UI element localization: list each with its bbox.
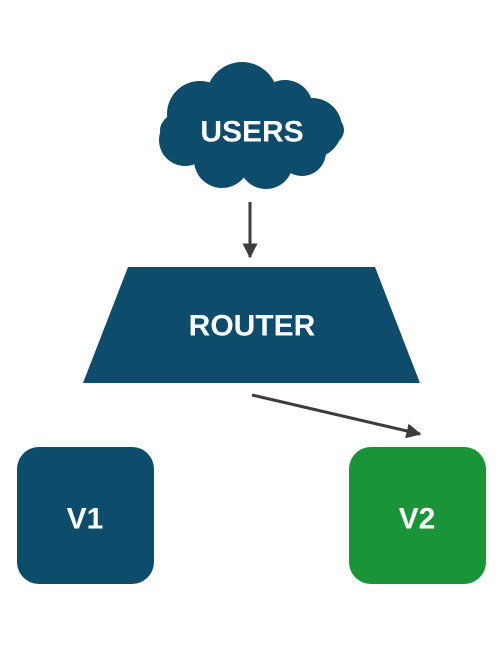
v2-node: V2 [349, 447, 486, 584]
router-node: ROUTER [83, 267, 420, 383]
router-label: ROUTER [189, 310, 316, 343]
v2-box [349, 447, 486, 584]
router-shape [83, 267, 420, 383]
users-label: USERS [200, 116, 303, 149]
v1-box [17, 447, 154, 584]
v1-label: V1 [67, 503, 104, 536]
users-node: USERS [159, 62, 344, 189]
v1-node: V1 [17, 447, 154, 584]
v2-label: V2 [399, 503, 436, 536]
arrow-router-to-v2 [251, 393, 422, 439]
cloud-icon [159, 62, 344, 189]
